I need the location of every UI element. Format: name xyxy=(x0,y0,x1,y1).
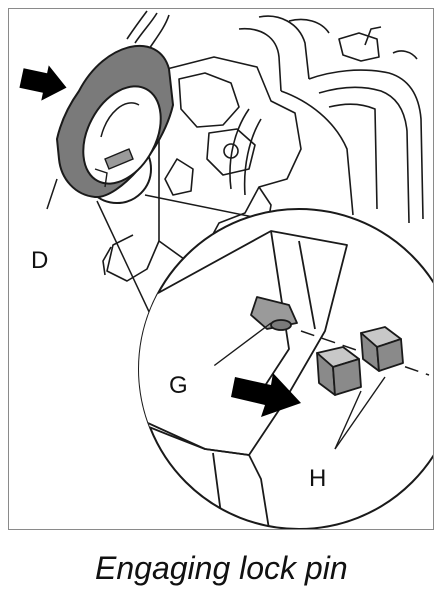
callout-h: H xyxy=(309,465,327,492)
illustration xyxy=(19,10,433,529)
figure-frame: D G H xyxy=(8,8,434,530)
figure-caption: Engaging lock pin xyxy=(95,550,348,586)
callout-d: D xyxy=(31,247,49,274)
arrow-right-down-icon xyxy=(19,65,67,101)
wires xyxy=(126,10,170,50)
steering-column xyxy=(229,15,424,224)
magnifier xyxy=(138,208,433,529)
spring-ring xyxy=(46,45,175,210)
arrow-right-icon xyxy=(231,373,301,417)
callout-g: G xyxy=(169,372,188,399)
